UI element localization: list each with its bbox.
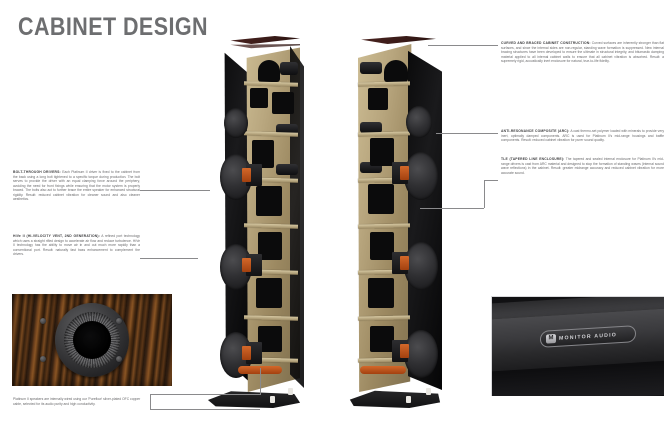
port-tube [360,62,382,74]
leader-line-tle-riser [484,180,485,208]
photo-divider-horizontal [491,296,664,297]
port-tube [360,122,382,133]
terminal-plate-photo: M MONITOR AUDIO [492,296,664,396]
callout-body: Curved surfaces are inherently stronger … [501,41,664,64]
internal-chamber [370,232,394,260]
cutaway-speaker-left [198,36,323,408]
leader-line-tle-stub [484,180,498,181]
midrange-driver [406,106,432,138]
driver-voice-coil [400,344,409,358]
leader-line-bolt-through [140,190,210,191]
port-tube [280,62,298,75]
leader-line-tle [420,208,484,209]
monitor-audio-badge-text: MONITOR AUDIO [559,331,617,342]
internal-chamber [272,92,294,114]
bass-driver [404,242,438,290]
floor-spike [270,396,275,403]
callout-anti-resonance-composite: ANTI-RESONANCE COMPOSITE (ARC): A cast t… [501,129,664,143]
driver-voice-coil [242,346,251,360]
leader-line-arc [436,133,498,134]
leader-line-hive [140,258,198,259]
port-tube [276,124,298,134]
floor-spike [406,396,411,403]
leader-line-caption-left [150,394,151,410]
leader-line-curved-braced [428,45,498,46]
bass-driver [404,330,438,378]
callout-body: A refined port technology which uses a s… [13,234,140,257]
callout-body: The tapered and sealed internal enclosur… [501,157,664,175]
tle-chamber [384,60,408,82]
callout-heading: HiVe II (HI-VELOCITY VENT, 2ND GENERATIO… [13,234,100,238]
port-screw [116,356,122,362]
callout-heading: TLE (TAPERED LINE ENCLOSURE): [501,157,565,161]
callout-body: A cast thermo-set polymer loaded with mi… [501,129,664,143]
driver-voice-coil [400,256,409,270]
cutaway-speaker-right [340,36,470,408]
internal-chamber [258,326,282,352]
pureflow-cable-caption: Platinum II speakers are internally wire… [13,397,141,406]
leader-line-caption-riser [260,368,261,395]
port-screw [116,318,122,324]
port-tube [276,164,298,175]
callout-bolt-through-drivers: BOLT-THROUGH DRIVERS: Each Platinum II d… [13,170,140,202]
cabinet-top-cap-right [361,36,436,45]
midrange-driver [224,108,248,138]
internal-chamber [370,138,394,166]
monitor-audio-mark-icon: M [546,333,556,344]
tle-chamber [258,60,280,82]
internal-chamber [256,186,282,216]
callout-hive-ii-vent: HiVe II (HI-VELOCITY VENT, 2ND GENERATIO… [13,234,140,257]
port-screw [40,318,46,324]
hive-port-photo [12,294,172,386]
callout-heading: CURVED AND BRACED CABINET CONSTRUCTION: [501,41,591,45]
callout-body: Each Platinum II driver is fixed to the … [13,170,140,202]
bass-driver [404,152,438,200]
leader-line-caption-top [150,394,260,395]
photo-divider-vertical [491,296,492,396]
callout-heading: BOLT-THROUGH DRIVERS: [13,170,61,174]
port-tube [360,162,382,173]
speaker-plinth [349,390,441,408]
leader-line-caption-foot [150,409,260,410]
driver-voice-coil [242,168,251,182]
internal-chamber [368,88,388,110]
page-title: CABINET DESIGN [18,13,208,41]
cabinet-top-cap-left-edge [230,44,300,49]
port-screw [40,356,46,362]
internal-chamber [368,184,394,214]
internal-chamber [368,278,394,308]
cabinet-top-cap-left [230,36,300,45]
callout-heading: ANTI-RESONANCE COMPOSITE (ARC): [501,129,570,133]
internal-chamber [370,326,394,352]
internal-chamber [256,278,282,308]
driver-voice-coil [400,166,409,180]
internal-chamber [252,140,274,168]
internal-chamber [250,88,268,108]
callout-tle-tapered-line-enclosure: TLE (TAPERED LINE ENCLOSURE): The tapere… [501,157,664,175]
callout-curved-braced-cabinet: CURVED AND BRACED CABINET CONSTRUCTION: … [501,41,664,64]
driver-voice-coil [242,258,251,272]
bolt-through-rod [360,366,406,374]
speaker-plinth [207,391,301,408]
internal-chamber [258,232,282,260]
port-throat [73,321,111,359]
floor-spike [426,388,431,395]
floor-spike [288,388,293,395]
